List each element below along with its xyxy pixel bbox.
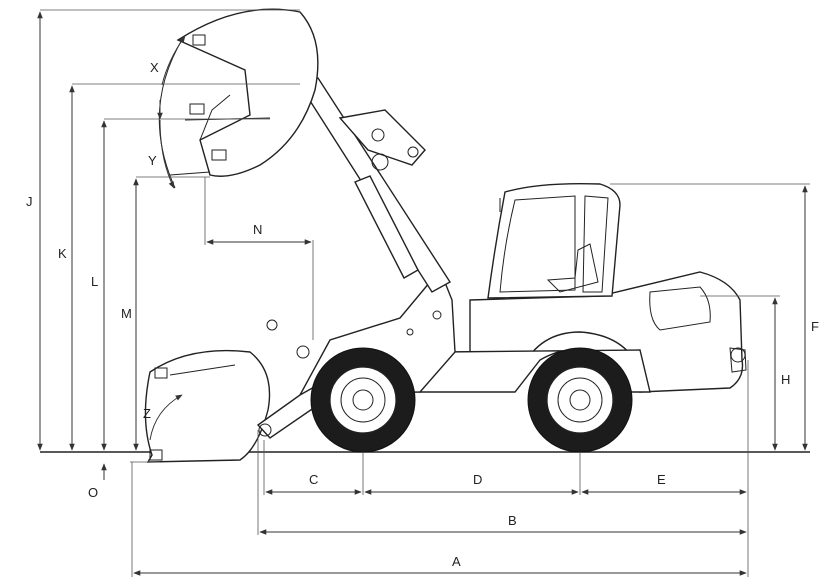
front-wheel <box>310 347 416 453</box>
rear-wheel <box>527 347 633 453</box>
angle-y-arc <box>159 119 175 189</box>
label-f: F <box>811 319 819 334</box>
label-l: L <box>91 274 98 289</box>
label-b: B <box>508 513 517 528</box>
label-a: A <box>452 554 461 569</box>
label-h: H <box>781 372 790 387</box>
label-e: E <box>657 472 666 487</box>
label-j: J <box>26 194 33 209</box>
extension-lines <box>40 9 810 577</box>
label-z: Z <box>143 406 151 421</box>
label-m: M <box>121 306 132 321</box>
angle-z-arc <box>149 394 183 441</box>
label-c: C <box>309 472 318 487</box>
label-d: D <box>473 472 482 487</box>
label-k: K <box>58 246 67 261</box>
label-y: Y <box>148 153 157 168</box>
dimension-labels: J K L M O X Y Z N C D E B A H F <box>26 60 819 569</box>
angle-x-arc <box>161 35 186 86</box>
label-n: N <box>253 222 262 237</box>
label-o: O <box>88 485 98 500</box>
label-x: X <box>150 60 159 75</box>
dimension-lines <box>37 11 808 576</box>
wheel-loader-drawing <box>144 8 747 463</box>
